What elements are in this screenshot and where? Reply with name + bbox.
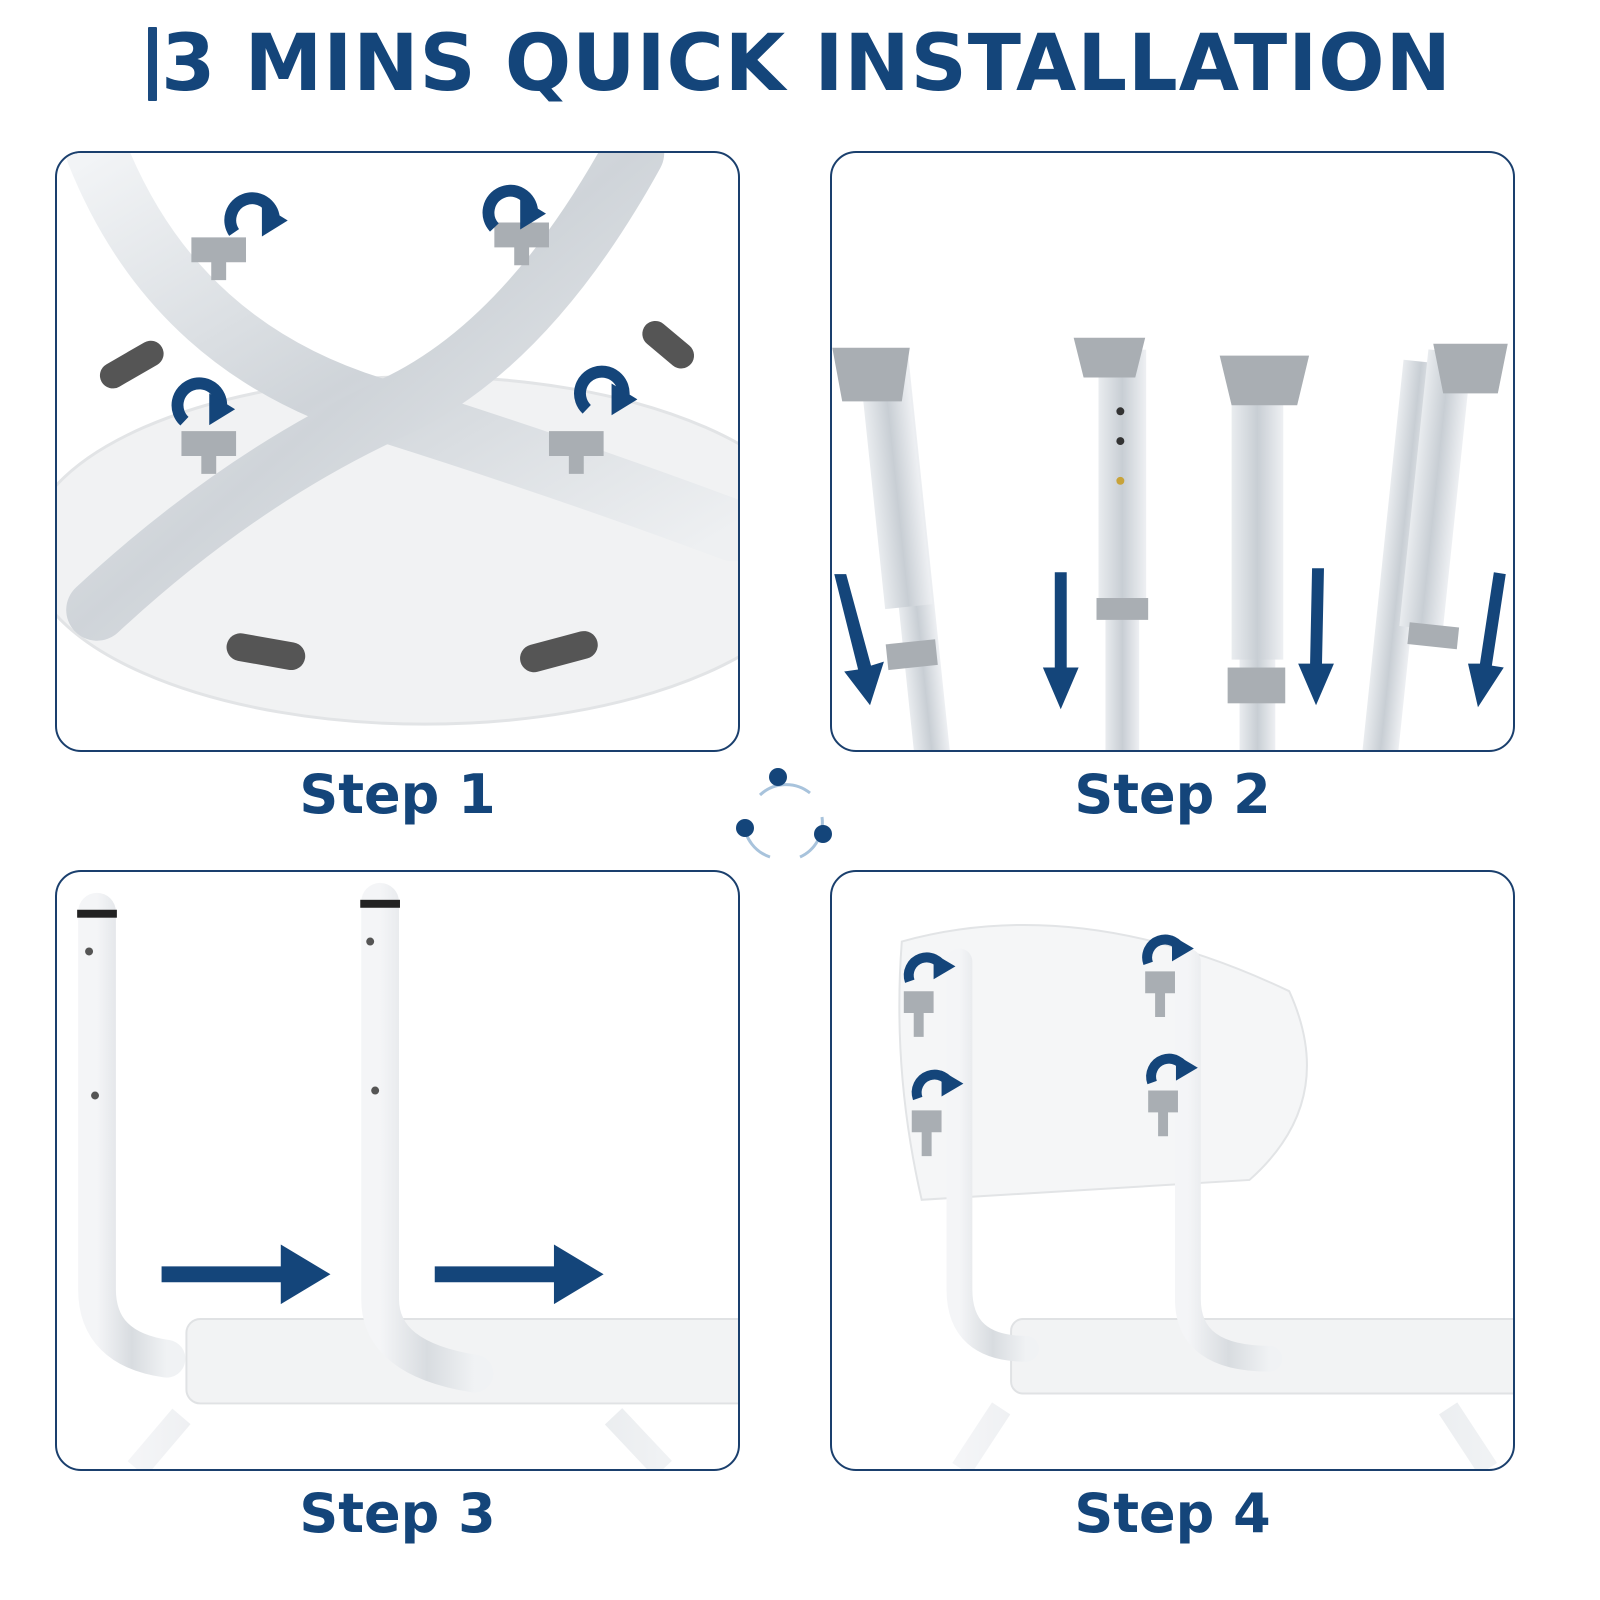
page-title: 3 MINS QUICK INSTALLATION xyxy=(0,14,1600,114)
rotate-arrow-icon xyxy=(171,184,630,426)
adjustable-legs-illustration xyxy=(832,337,1508,750)
backrest-panel xyxy=(898,923,1308,1201)
seat-legs xyxy=(127,1408,672,1469)
step-1-image xyxy=(55,151,740,752)
rotate-arrow-heads xyxy=(209,197,638,426)
title-accent-bar xyxy=(148,27,158,101)
backrest-tube-right xyxy=(361,882,494,1393)
seat-legs xyxy=(952,1402,1498,1469)
cycle-icon xyxy=(736,768,832,859)
backrest-tube-left xyxy=(946,948,1039,1362)
drain-hole xyxy=(520,631,598,673)
wing-knobs xyxy=(181,222,604,474)
backrest-tube-left xyxy=(78,892,186,1378)
arrow-down-icon xyxy=(834,568,1506,710)
leg-1 xyxy=(832,347,952,750)
drain-hole xyxy=(99,340,164,389)
leg-2 xyxy=(1073,337,1149,750)
step-4-image xyxy=(830,870,1515,1471)
tube-cap xyxy=(360,899,400,908)
drain-hole xyxy=(226,633,306,671)
leg-4 xyxy=(1360,343,1508,750)
rotate-arrow-heads xyxy=(933,935,1198,1097)
step-2-label: Step 2 xyxy=(1074,763,1271,826)
backrest-attach-illustration xyxy=(898,923,1513,1469)
step-2-image xyxy=(830,151,1515,752)
backrest-tubes-illustration xyxy=(77,882,738,1469)
step-1-label: Step 1 xyxy=(299,763,496,826)
backrest-tube-right xyxy=(1174,948,1283,1372)
frame-tube xyxy=(66,153,665,641)
leg-3 xyxy=(1219,355,1310,750)
title-text: 3 MINS QUICK INSTALLATION xyxy=(161,19,1452,109)
tube-cap xyxy=(77,909,117,918)
seat-underside-illustration xyxy=(57,153,738,726)
step-3-image xyxy=(55,870,740,1471)
step-3-label: Step 3 xyxy=(299,1482,496,1545)
drain-hole xyxy=(642,320,695,369)
step-4-label: Step 4 xyxy=(1074,1482,1271,1545)
wing-knobs xyxy=(903,971,1178,1157)
arrow-right-icon xyxy=(161,1244,604,1305)
